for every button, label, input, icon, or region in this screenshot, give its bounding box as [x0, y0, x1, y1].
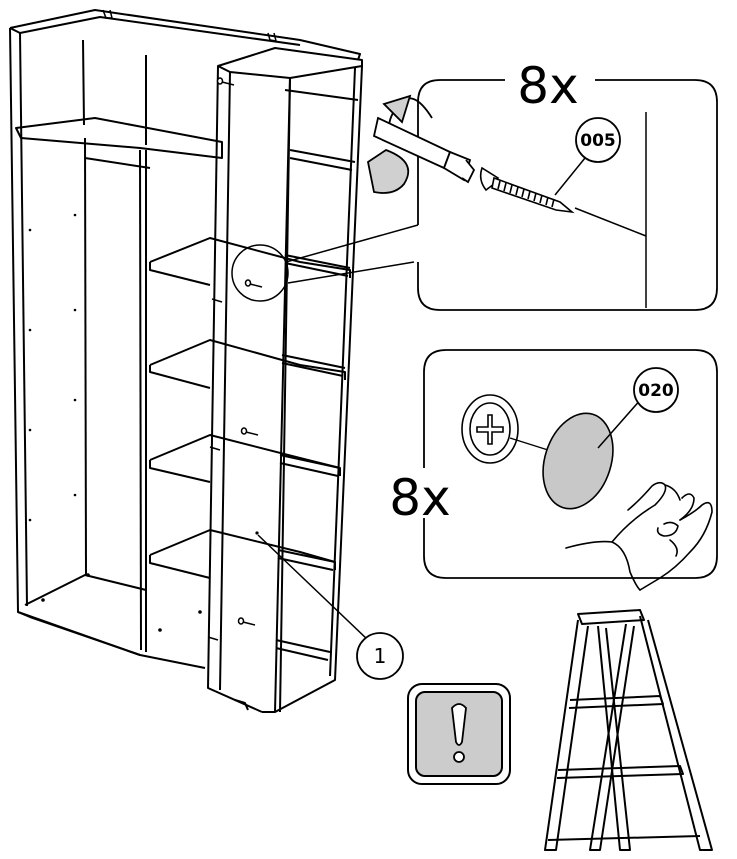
step-ladder-icon: [544, 609, 713, 851]
part-marker-label: 1: [374, 644, 387, 668]
part-marker-badge: [356, 632, 404, 680]
part-number-badge-005: [575, 117, 621, 163]
rotation-arrow-icon: [366, 94, 433, 194]
screw-leader: [554, 157, 586, 196]
top-brackets: [102, 9, 278, 42]
part-number-005: 005: [580, 131, 616, 151]
wardrobe-holes: [28, 213, 259, 632]
callout-panel-face: [574, 207, 647, 237]
panel-screws: [207, 77, 263, 641]
wardrobe-frame: [9, 9, 363, 713]
cap-quantity-label: 8x: [389, 469, 450, 527]
part-marker-leader: [257, 534, 369, 641]
cover-cap-icon: [542, 412, 614, 510]
screw-quantity-label: 8x: [517, 57, 578, 115]
part-number-badge-020: [633, 367, 679, 413]
cap-leader: [597, 397, 643, 449]
hand-icon: [565, 481, 713, 591]
warning-icon: [407, 683, 511, 785]
screw-callout-panel: 8x 005: [366, 57, 718, 311]
cap-to-screw-line: [509, 437, 549, 451]
cap-callout-border: [423, 349, 718, 579]
screw-icon: [479, 166, 575, 214]
part-number-020: 020: [638, 381, 674, 401]
cap-callout-panel: 8x 020: [389, 349, 718, 591]
part-marker-group: 1: [257, 534, 404, 680]
screwdriver-icon: [372, 116, 476, 184]
screw-head-icon: [461, 394, 519, 464]
zoom-callout-leader: [231, 224, 419, 302]
